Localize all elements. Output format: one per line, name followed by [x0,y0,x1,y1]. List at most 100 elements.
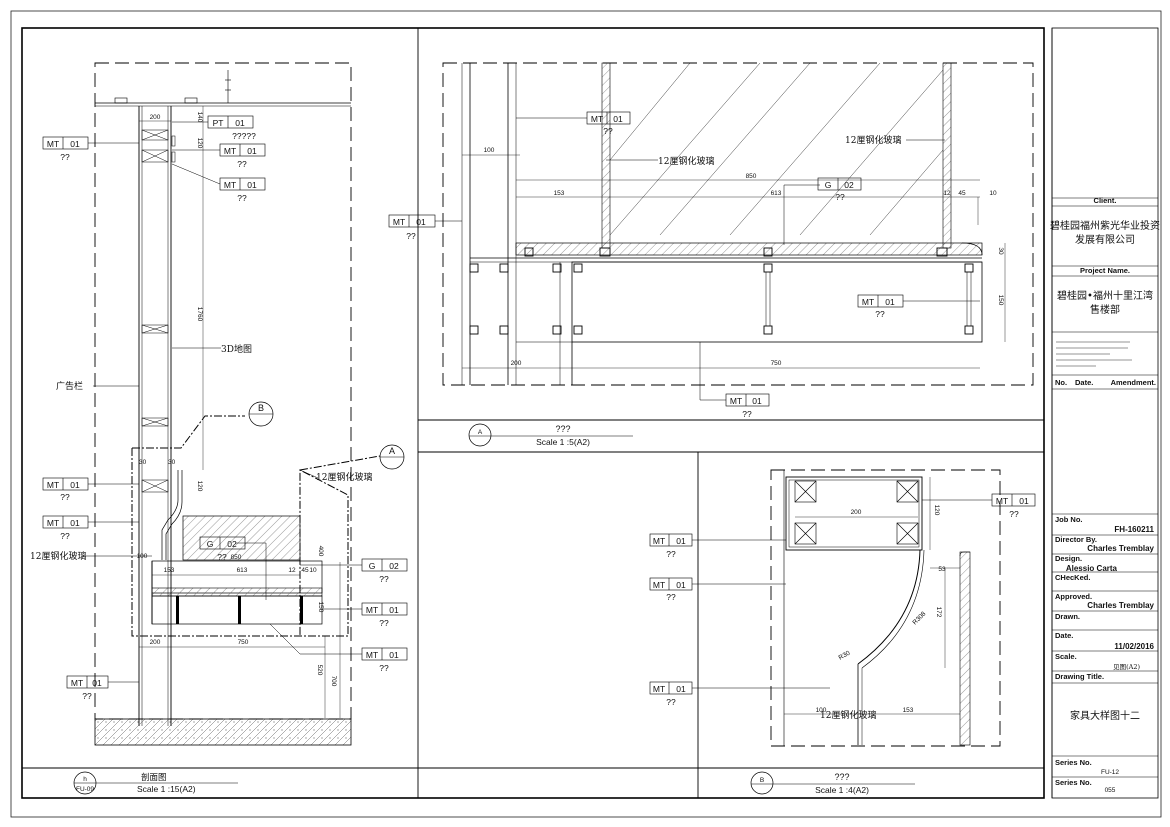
dim-30-l: 30 [139,459,147,466]
tag-b-mt-01-d-desc: ?? [1009,509,1019,519]
note-glass-b: 12厘钢化玻璃 [820,709,876,721]
dim-b-153: 153 [903,707,914,714]
tag-a-mt-01-mid-desc: ?? [875,309,885,319]
dim-153-sec: 153 [164,567,175,574]
dim-10-sec: 10 [309,567,317,574]
approved-label: Approved. [1055,592,1092,601]
series-label: Series No. [1055,758,1092,767]
tag-mt-01-a-code: MT [47,139,59,149]
director-label: Director By. [1055,535,1097,544]
tag-g-02-sec-desc: ?? [217,552,227,562]
tag-b-mt-01-c-num: 01 [676,684,686,694]
amend-amendment: Amendment. [1111,378,1156,387]
job-no: FH-160211 [1114,525,1154,534]
note-glass-sec-right: 12厘钢化玻璃 [316,471,372,483]
series: FU-12 [1101,769,1119,776]
dim-b-r308: R308 [911,610,927,626]
dim-45-sec: 45 [301,567,309,574]
note-3d-map: 3D地图 [221,343,252,355]
tag-b-mt-01-b-desc: ?? [666,592,676,602]
dim-b-200: 200 [851,509,862,516]
tag-mt-01-g-desc: ?? [379,663,389,673]
director: Charles Tremblay [1087,544,1154,553]
tag-mt-01-e: MT 01 ?? [42,515,89,541]
tag-mt-01-d-num: 01 [70,480,80,490]
drawn-label: Drawn. [1055,612,1080,621]
tag-mt-01-d-desc: ?? [60,492,70,502]
tag-pt-01-code: PT [213,118,224,128]
dim-a-750: 750 [771,360,782,367]
tag-a-mt-01-bottom-num: 01 [752,396,762,406]
tag-mt-01-g-code: MT [366,650,378,660]
tag-b-mt-01-c-code: MT [653,684,665,694]
dim-a-850: 850 [746,173,757,180]
checked-label: CHecKed. [1055,573,1090,582]
tag-b-mt-01-b-code: MT [653,580,665,590]
tag-a-mt-01-left: MT 01 ?? [388,214,436,241]
detail-b-title: B ??? Scale 1 :4(A2) [750,771,915,795]
section-title: 剖面图 [141,772,167,783]
tag-mt-01-a-num: 01 [70,139,80,149]
callout-b-label: B [258,403,264,413]
outer-border [10,10,1162,818]
tag-mt-01-e-num: 01 [70,518,80,528]
dim-a-100: 100 [484,147,495,154]
dim-30-r: 30 [168,459,176,466]
date-label: Date. [1055,631,1073,640]
dim-150-sec: 150 [317,602,324,613]
tag-mt-01-f: MT 01 ?? [361,602,408,628]
tag-g-02-sec-code: G [207,539,214,549]
project-label: Project Name. [1080,266,1130,275]
tag-b-mt-01-c: MT 01 ?? [649,681,693,707]
detail-a-title: A ??? Scale 1 :5(A2) [468,423,633,447]
dim-200-sec: 200 [150,639,161,646]
dim-1760: 1760 [196,307,203,322]
dim-b-53: 53 [938,566,946,573]
tag-a-mt-01-bottom-desc: ?? [742,409,752,419]
tag-g-02-sec-num: 02 [227,539,237,549]
design-label: Design. [1055,554,1082,563]
project-name-line2: 售楼部 [1090,303,1120,316]
tag-g-02-right-code: G [369,561,376,571]
detail-a-view: 100 850 153 613 12 45 10 30 150 200 750 [388,62,1034,419]
tag-b-mt-01-a-num: 01 [676,536,686,546]
tag-a-mt-01-bottom-code: MT [730,396,742,406]
callout-a-label: A [389,446,395,456]
tag-a-g-02-code: G [825,180,832,190]
dim-a-200: 200 [511,360,522,367]
dim-b-100: 100 [816,707,827,714]
dim-120-mid: 120 [196,481,203,492]
section-view-title: h FU-09 剖面图 Scale 1 :15(A2) [73,771,238,795]
tag-b-mt-01-d-num: 01 [1019,496,1029,506]
tag-a-mt-01-mid-num: 01 [885,297,895,307]
series2-label: Series No. [1055,778,1092,787]
tag-b-mt-01-b-num: 01 [676,580,686,590]
tag-mt-01-h: MT 01 ?? [66,675,109,701]
drawing-title: 家具大样图十二 [1070,709,1140,722]
dim-a-30: 30 [997,247,1004,255]
tag-mt-01-g-num: 01 [389,650,399,660]
approved: Charles Tremblay [1087,601,1154,610]
tag-mt-01-f-num: 01 [389,605,399,615]
tag-mt-01-c: MT 01 ?? [219,177,266,203]
note-ad-bar: 广告栏 [56,380,83,392]
tag-mt-01-h-code: MT [71,678,83,688]
design: Alessio Carta [1066,564,1118,573]
title-block-frame [1051,27,1159,799]
tag-a-mt-01-top-code: MT [591,114,603,124]
detail-b-title-text: ??? [834,772,849,782]
section-view: 200 140 120 1760 B A 30 30 120 100 [30,62,408,746]
tag-mt-01-b-code: MT [224,146,236,156]
drawing-frame [21,27,1045,799]
tag-mt-01-f-code: MT [366,605,378,615]
client-label: Client. [1094,196,1117,205]
dim-120-top: 120 [196,138,203,149]
tag-pt-01: PT 01 ????? [207,115,256,141]
tag-b-mt-01-a: MT 01 ?? [649,533,693,559]
tag-mt-01-b-num: 01 [247,146,257,156]
dim-140: 140 [196,112,203,123]
amend-no: No. [1055,378,1067,387]
tag-g-02-sec: G 02 ?? [199,536,246,562]
tag-b-mt-01-a-desc: ?? [666,549,676,559]
